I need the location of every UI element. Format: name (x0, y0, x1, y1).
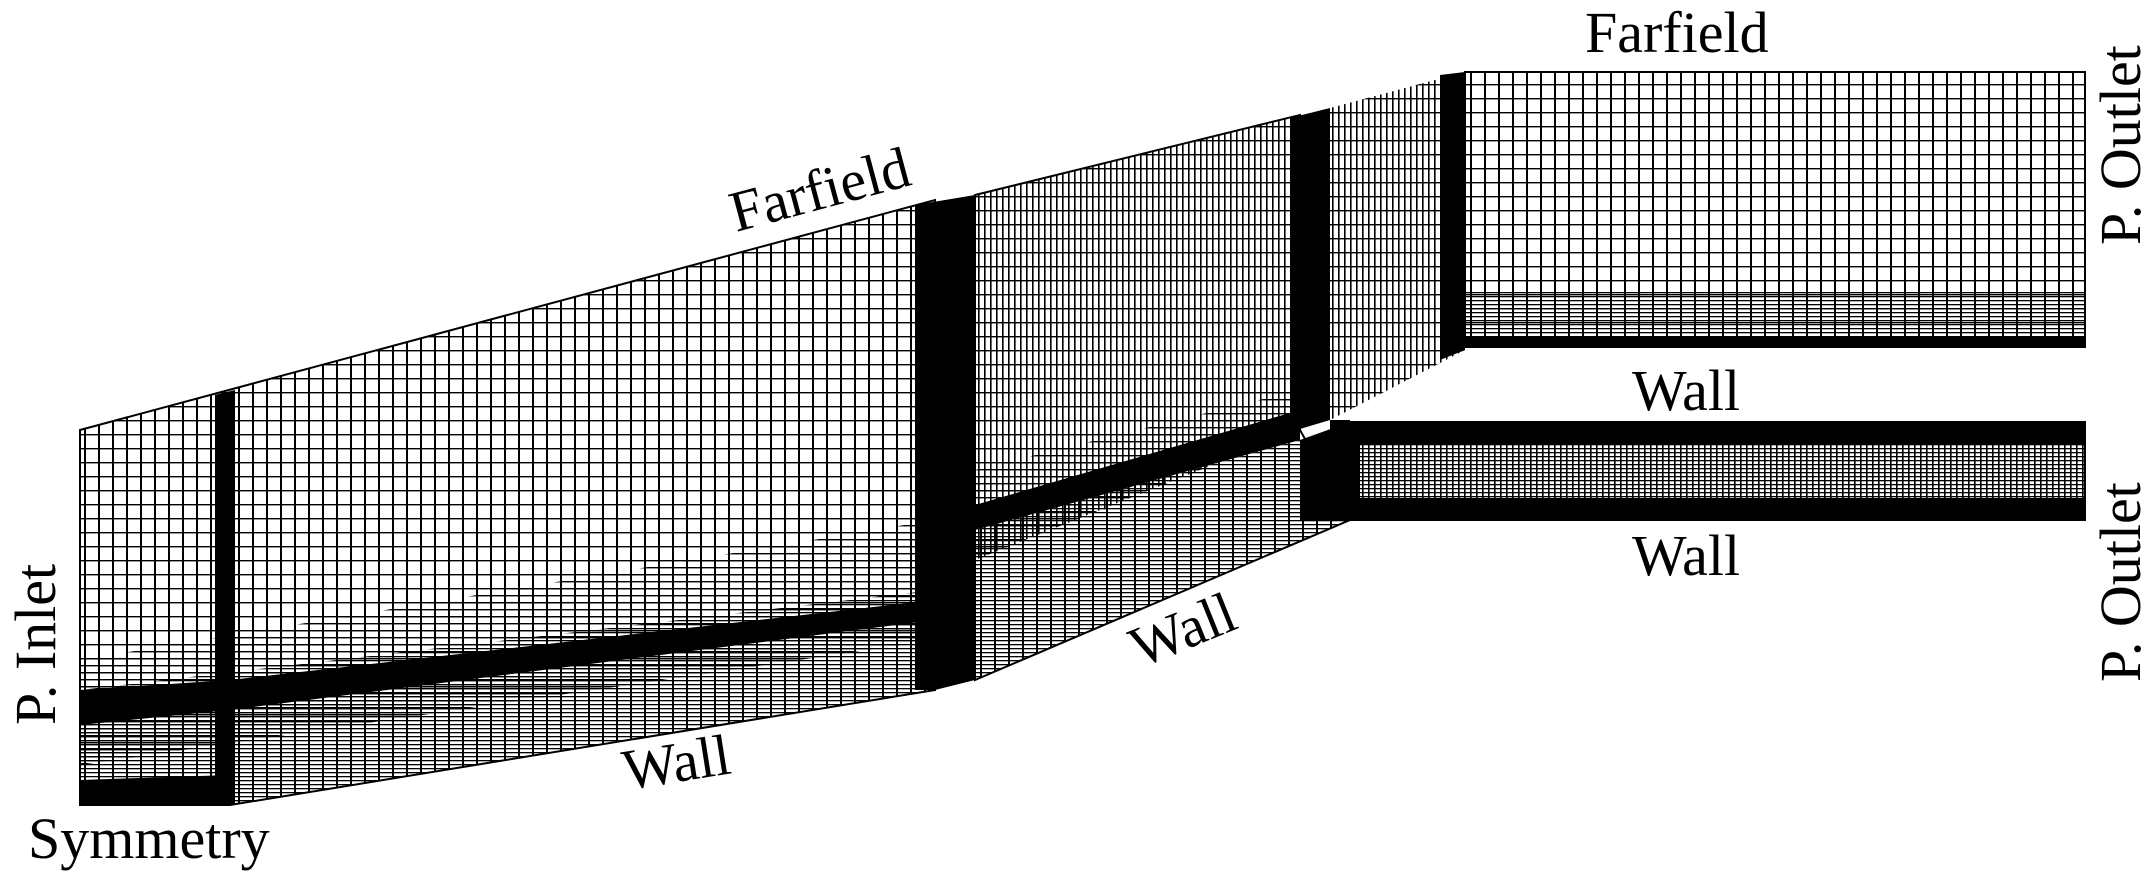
label-wall-lower-channel: Wall (1632, 523, 1740, 588)
mesh-block-upstream (79, 198, 936, 806)
label-wall-upper-channel: Wall (1632, 358, 1740, 423)
label-p-inlet: P. Inlet (3, 564, 68, 725)
label-p-outlet-upper: P. Outlet (2088, 45, 2152, 245)
label-p-outlet-lower: P. Outlet (2088, 482, 2152, 682)
mesh-column-ramp-1 (915, 195, 975, 690)
mesh-block-internal-channel (1300, 420, 2086, 521)
label-farfield-top: Farfield (1585, 0, 1769, 65)
mesh-block-ramp-2 (974, 113, 1352, 682)
mesh-column-ramp-2 (1290, 72, 1465, 432)
label-symmetry: Symmetry (28, 806, 270, 871)
mesh-block-external (1464, 71, 2086, 348)
